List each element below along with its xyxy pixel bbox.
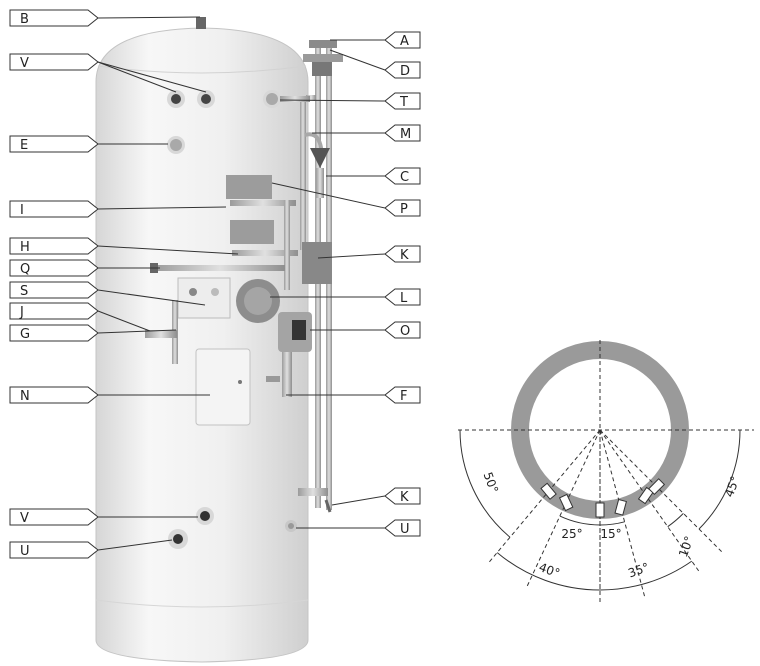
angle-ray-5 — [599, 429, 725, 555]
callout-left-e-2: E — [9, 135, 168, 153]
callout-right-l-7: L — [270, 288, 421, 306]
callout-label: U — [20, 544, 30, 559]
callout-right-f-9: F — [286, 386, 421, 404]
callout-right-u-11: U — [296, 519, 421, 537]
angle-label-5: 40° — [537, 560, 562, 580]
callout-label: O — [400, 324, 410, 339]
port-v-top-1 — [167, 90, 185, 108]
port-u-side — [285, 520, 297, 532]
angle-ray-4 — [599, 429, 701, 574]
angle-labels: 50° 45° 25° 15° 10° 40° 35° — [481, 470, 743, 580]
callout-right-p-5: P — [271, 182, 421, 217]
callout-label: K — [400, 248, 409, 263]
angle-arc-4 — [667, 513, 684, 528]
callout-label: V — [20, 56, 29, 71]
boss-markers — [540, 478, 666, 518]
callout-right-d-1: D — [329, 49, 421, 79]
callout-left-q-5: Q — [9, 259, 160, 277]
callout-label: C — [400, 170, 409, 185]
callout-left-v-1: V — [9, 53, 207, 93]
callout-label: I — [20, 203, 24, 218]
callout-label: L — [400, 291, 408, 306]
angle-label-4: 10° — [676, 534, 696, 559]
port-v-bottom — [196, 507, 214, 525]
callout-right-t-2: T — [279, 92, 421, 110]
top-fitting — [196, 17, 206, 29]
callout-right-c-4: C — [326, 167, 421, 185]
callout-label: E — [20, 138, 28, 153]
angle-ray-0 — [487, 429, 601, 565]
port-u-bottom — [168, 529, 188, 549]
callout-right-o-8: O — [310, 321, 421, 339]
angle-diagram: 50° 45° 25° 15° 10° 40° 35° — [458, 340, 754, 605]
callout-label: F — [400, 389, 407, 404]
angle-arcs — [459, 429, 741, 591]
callout-right-k-6: K — [317, 245, 421, 263]
port-e — [167, 136, 185, 154]
callout-label: G — [20, 327, 30, 342]
callout-label: N — [20, 389, 30, 404]
angle-ray-1 — [525, 429, 601, 589]
boss-marker-0 — [540, 482, 557, 500]
callout-label: Q — [20, 262, 30, 277]
angle-label-0: 50° — [481, 470, 501, 495]
callout-left-v-10: V — [9, 508, 198, 526]
callout-label: K — [400, 490, 409, 505]
callouts-right: AD T M C P K L O F K U — [270, 31, 421, 537]
pipework — [145, 40, 343, 513]
angle-arc-6 — [599, 560, 693, 591]
callout-label: H — [20, 240, 30, 255]
port-t — [263, 90, 281, 108]
callout-left-g-8: G — [9, 324, 177, 342]
callout-left-s-6: S — [9, 281, 206, 306]
angle-arc-5 — [496, 552, 601, 591]
callout-label: S — [20, 284, 28, 299]
angle-label-2: 25° — [561, 527, 582, 541]
angle-label-1: 45° — [722, 474, 742, 499]
callout-label: U — [400, 522, 410, 537]
control-box — [195, 348, 251, 426]
callout-right-m-3: M — [312, 124, 421, 142]
angle-label-6: 35° — [626, 560, 651, 580]
callout-label: A — [400, 34, 409, 49]
callout-left-b-0: B — [9, 9, 201, 27]
port-v-top-2 — [197, 90, 215, 108]
hot-water-cylinder — [95, 17, 309, 663]
callout-label: P — [400, 202, 408, 217]
callout-label: M — [400, 127, 411, 142]
callout-label: B — [20, 12, 29, 27]
angle-arc-3 — [599, 521, 625, 526]
boss-marker-1 — [558, 493, 574, 512]
callout-left-j-7: J — [9, 302, 151, 332]
callout-label: J — [19, 305, 24, 320]
callout-label: T — [399, 95, 408, 110]
callout-left-n-9: N — [9, 386, 210, 404]
callout-right-a-0: A — [330, 31, 421, 49]
callout-left-i-3: I — [9, 200, 227, 218]
callout-label: D — [400, 64, 410, 79]
angle-arc-2 — [559, 515, 601, 526]
callout-left-u-11: U — [9, 539, 173, 559]
boss-marker-2 — [595, 502, 605, 518]
callout-left-h-4: H — [9, 237, 239, 255]
callout-label: V — [20, 511, 29, 526]
callout-right-k-10: K — [331, 487, 421, 506]
boss-marker-3 — [614, 498, 627, 516]
angle-arc-1 — [698, 429, 741, 530]
boss-marker-5 — [648, 478, 666, 496]
angle-arc-0 — [459, 429, 511, 538]
angle-label-3: 15° — [600, 527, 621, 541]
